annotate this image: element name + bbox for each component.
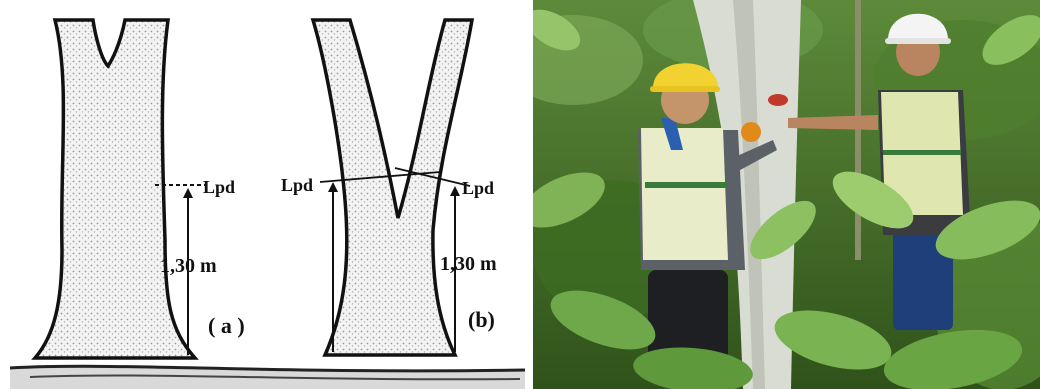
field-measurement-photo bbox=[533, 0, 1040, 389]
tree-b-trunk bbox=[313, 20, 472, 355]
tree-measurement-diagram: Lpd 1,30 m ( a ) Lpd Lpd 1,30 m (b) bbox=[0, 0, 530, 389]
tree-a-panel-label: ( a ) bbox=[208, 313, 245, 338]
thin-trunk bbox=[855, 0, 861, 260]
ground-line bbox=[10, 366, 525, 389]
diagram-svg: Lpd 1,30 m ( a ) Lpd Lpd 1,30 m (b) bbox=[0, 0, 530, 389]
tree-b-panel-label: (b) bbox=[468, 307, 495, 332]
tree-b-lpd-left-label: Lpd bbox=[281, 175, 313, 195]
photo-svg bbox=[533, 0, 1040, 389]
tree-b-height-label: 1,30 m bbox=[440, 253, 497, 275]
tree-a-lpd-label: Lpd bbox=[203, 177, 235, 197]
measuring-tape-icon bbox=[741, 122, 761, 142]
tree-a-height-label: 1,30 m bbox=[160, 255, 217, 277]
tree-a-trunk bbox=[35, 20, 195, 358]
tree-b-lpd-right-label: Lpd bbox=[462, 178, 494, 198]
